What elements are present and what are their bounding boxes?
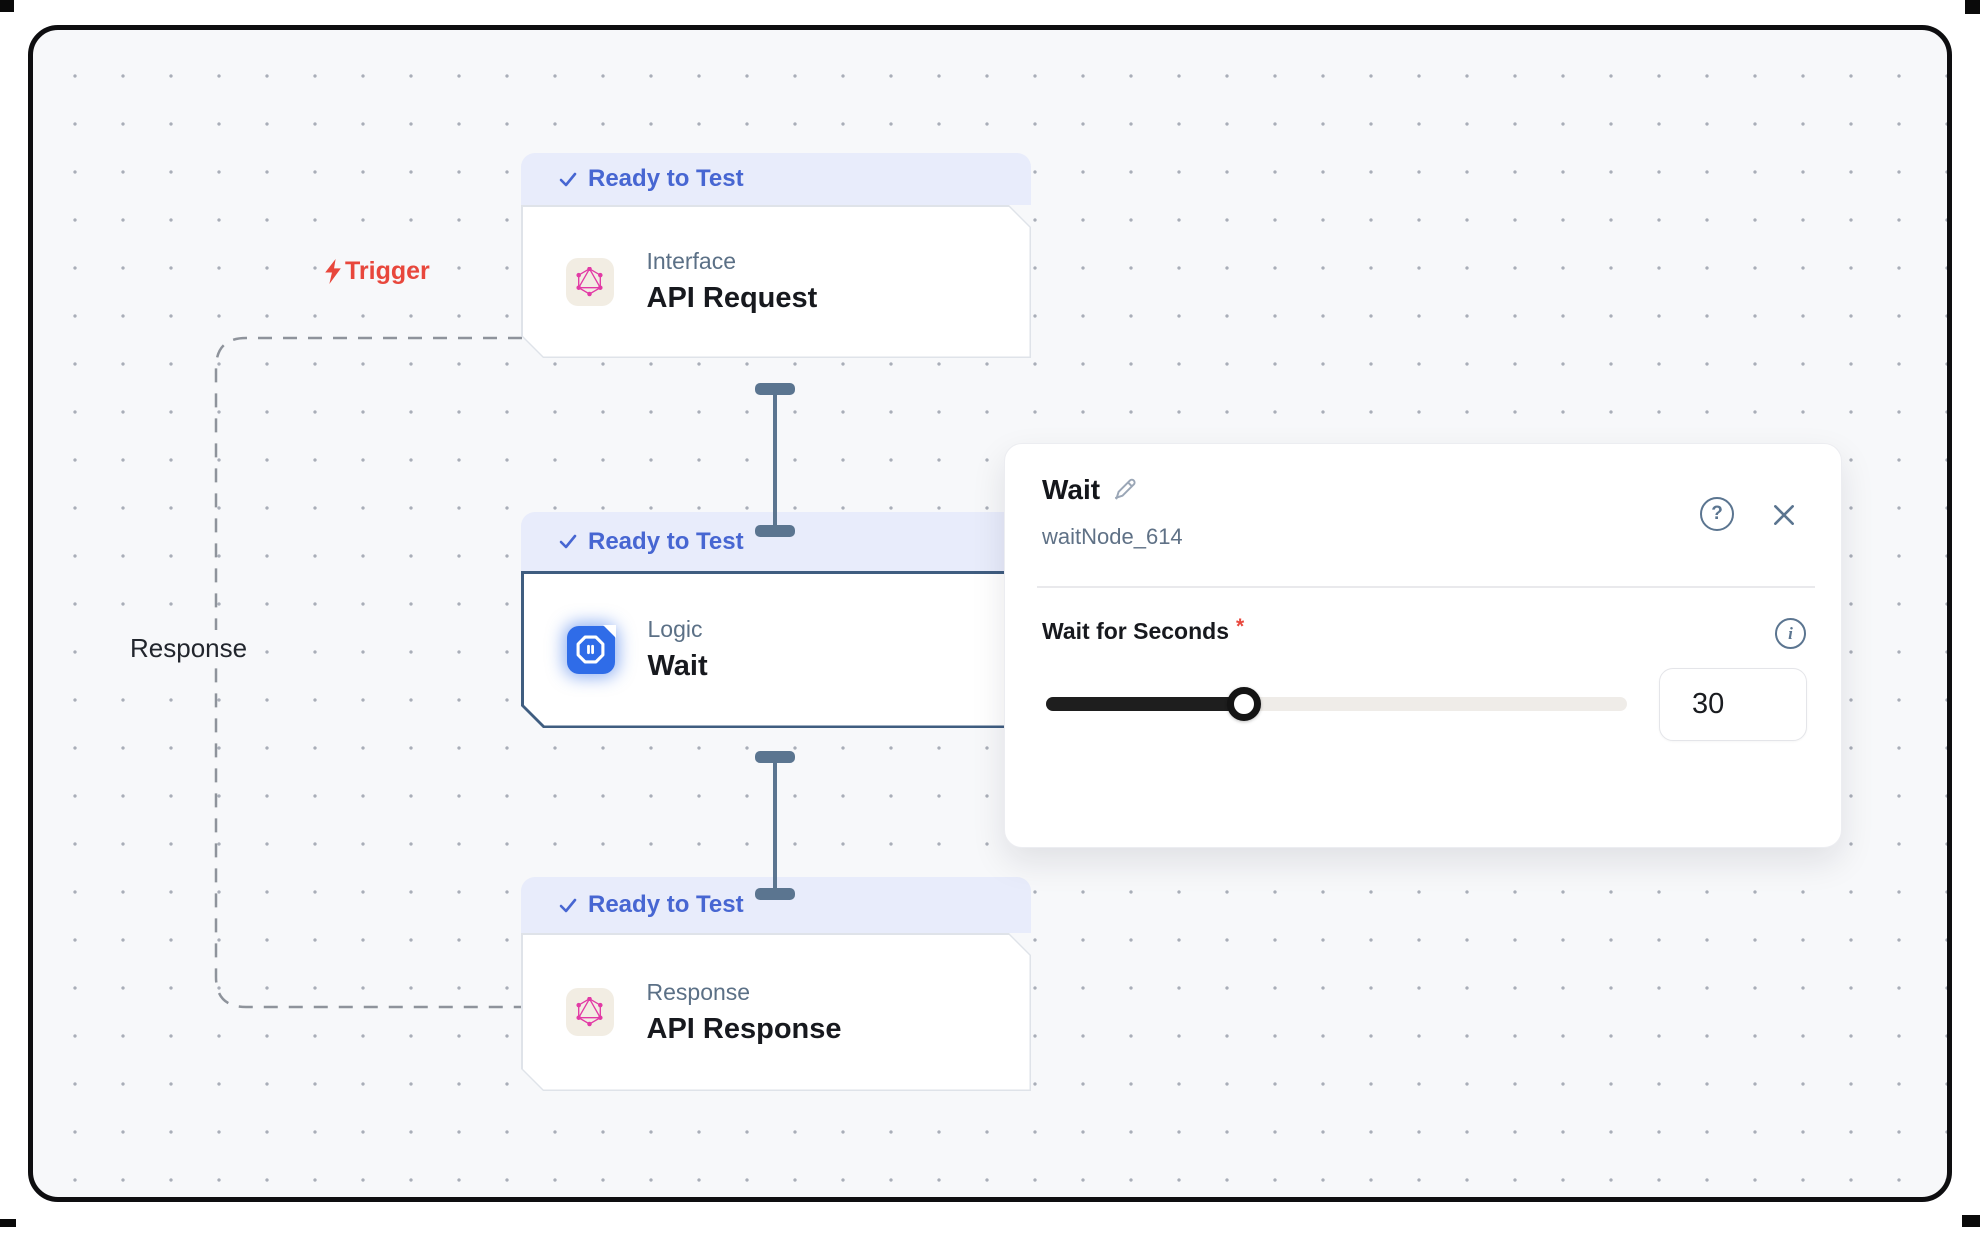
status-badge-text: Ready to Test	[588, 527, 744, 555]
panel-node-id: waitNode_614	[1042, 524, 1183, 549]
wait-properties-panel: Wait waitNode_614 ? Wait for Seconds * i…	[1004, 443, 1842, 848]
pause-icon	[567, 626, 615, 674]
check-icon	[559, 172, 577, 186]
corner-artifact-bottom-right	[1962, 1215, 1980, 1227]
node-title: API Request	[646, 282, 818, 314]
corner-artifact-bottom-left	[0, 1219, 16, 1227]
edit-pencil-icon[interactable]	[1112, 477, 1138, 503]
status-badge-text: Ready to Test	[588, 891, 744, 918]
node-api-request[interactable]: Ready to Test Interface API Request	[521, 153, 1031, 358]
input-port-wait[interactable]	[755, 525, 795, 537]
node-api-response[interactable]: Ready to Test Response API Response	[521, 877, 1031, 1091]
node-title: API Response	[646, 1012, 842, 1045]
node-category: Interface	[646, 248, 736, 274]
graphql-icon	[566, 988, 614, 1036]
edge-wait-to-api-response	[773, 759, 777, 894]
wait-seconds-input[interactable]: 30	[1659, 668, 1807, 741]
slider-handle[interactable]	[1226, 687, 1261, 721]
corner-artifact-top-right	[1965, 0, 1980, 14]
output-port-wait[interactable]	[755, 751, 795, 763]
graphql-icon	[566, 258, 614, 306]
node-title: Wait	[647, 650, 708, 682]
node-card[interactable]: Interface API Request	[521, 205, 1031, 358]
trigger-edge-label-text: Trigger	[345, 257, 430, 285]
trigger-edge-label: Trigger	[325, 257, 430, 286]
node-wait[interactable]: Ready to Test Logic Wait	[521, 512, 1031, 728]
panel-title: Wait	[1042, 474, 1101, 505]
status-badge: Ready to Test	[521, 877, 1031, 933]
lightning-bolt-icon	[325, 259, 341, 284]
check-icon	[559, 898, 577, 912]
corner-artifact-top-left	[0, 0, 14, 12]
help-icon[interactable]: ?	[1700, 497, 1734, 531]
info-icon[interactable]: i	[1775, 618, 1806, 649]
status-badge-text: Ready to Test	[588, 165, 744, 192]
panel-divider	[1037, 586, 1815, 588]
status-badge: Ready to Test	[521, 153, 1031, 205]
node-card[interactable]: Response API Response	[521, 933, 1031, 1091]
input-port-api-response[interactable]	[755, 888, 795, 900]
wait-seconds-slider[interactable]	[1046, 687, 1627, 721]
node-category: Logic	[647, 616, 703, 642]
check-icon	[559, 534, 577, 549]
node-category: Response	[646, 978, 751, 1005]
edge-api-request-to-wait	[773, 389, 777, 531]
slider-fill	[1046, 697, 1244, 711]
close-icon[interactable]	[1769, 500, 1799, 530]
wait-seconds-label: Wait for Seconds	[1042, 618, 1229, 644]
required-marker: *	[1236, 615, 1245, 638]
node-card-selected[interactable]: Logic Wait	[521, 571, 1031, 728]
output-port-api-request[interactable]	[755, 383, 795, 395]
response-edge-label: Response	[120, 630, 258, 667]
